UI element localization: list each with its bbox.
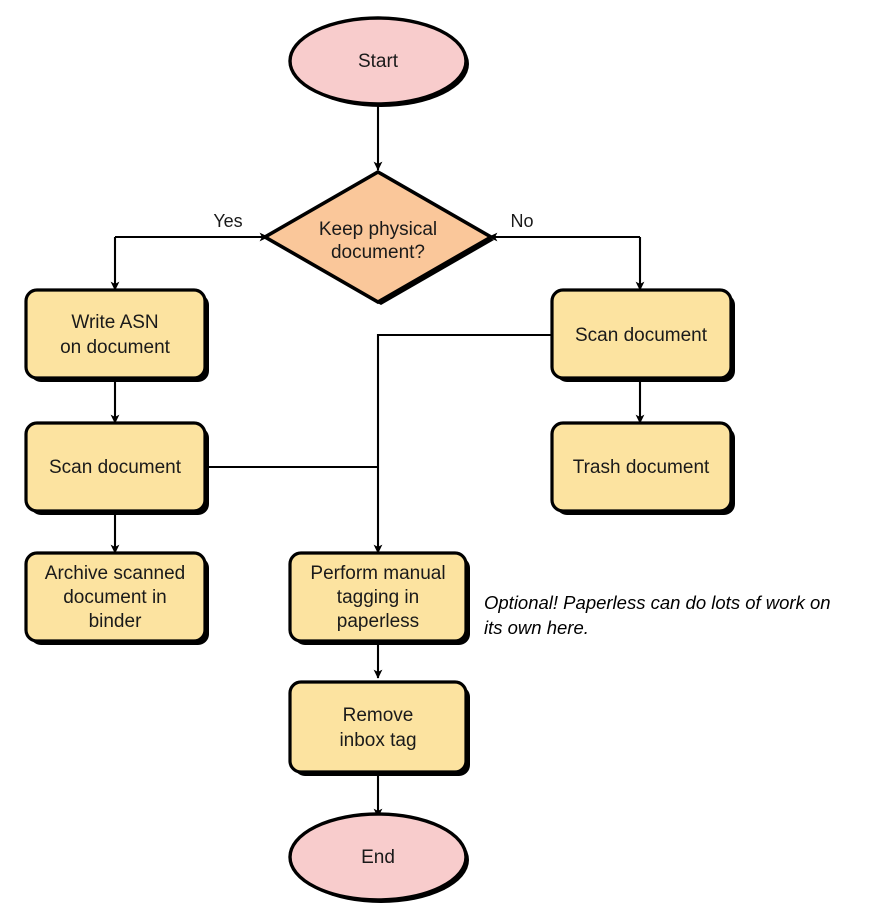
node-write-asn[interactable]: Write ASN on document: [24, 288, 209, 382]
edge-scan-right-to-tagging: [373, 333, 551, 554]
annotation-line1: Optional! Paperless can do lots of work …: [484, 592, 831, 613]
node-manual-tagging[interactable]: Perform manual tagging in paperless: [288, 551, 470, 645]
tagging-label-line3: paperless: [337, 611, 419, 632]
start-ellipse: [288, 16, 468, 106]
tagging-rect: [288, 551, 468, 643]
remove-inbox-label-line2: inbox tag: [339, 730, 416, 751]
archive-label-line3: binder: [89, 611, 142, 632]
remove-inbox-label-line1: Remove: [343, 705, 414, 726]
remove-inbox-rect: [288, 680, 468, 774]
decision-label-line2: document?: [331, 242, 425, 263]
archive-label-line2: document in: [63, 587, 167, 608]
end-ellipse: [288, 812, 468, 902]
node-archive-document[interactable]: Archive scanned document in binder: [24, 551, 209, 645]
trash-label: Trash document: [573, 457, 710, 478]
node-scan-document-right[interactable]: Scan document: [550, 288, 735, 382]
tagging-label-line1: Perform manual: [310, 563, 445, 584]
edge-label-no: No: [510, 211, 533, 231]
scan-right-label: Scan document: [575, 325, 708, 346]
node-scan-document-left[interactable]: Scan document: [24, 421, 209, 515]
annotation-line2: its own here.: [484, 617, 589, 638]
write-asn-label-line1: Write ASN: [71, 312, 158, 333]
node-end[interactable]: End: [288, 812, 469, 903]
node-start[interactable]: Start: [288, 16, 469, 107]
scan-left-label: Scan document: [49, 457, 182, 478]
end-label: End: [361, 847, 395, 868]
node-decision[interactable]: Keep physical document?: [261, 169, 495, 305]
decision-label-line1: Keep physical: [319, 219, 437, 240]
write-asn-label-line2: on document: [60, 337, 171, 358]
node-remove-inbox-tag[interactable]: Remove inbox tag: [288, 680, 470, 776]
trash-rect: [550, 421, 733, 513]
connector-layer: [110, 101, 645, 818]
start-label: Start: [358, 51, 399, 72]
scan-right-rect: [550, 288, 733, 380]
edge-label-yes: Yes: [213, 211, 242, 231]
archive-label-line1: Archive scanned: [45, 563, 185, 584]
decision-diamond: [261, 169, 495, 305]
tagging-label-line2: tagging in: [337, 587, 419, 608]
write-asn-rect: [24, 288, 207, 380]
scan-left-rect: [24, 421, 207, 513]
node-trash-document[interactable]: Trash document: [550, 421, 735, 515]
archive-rect: [24, 551, 207, 643]
annotation-optional-note: Optional! Paperless can do lots of work …: [484, 592, 831, 638]
